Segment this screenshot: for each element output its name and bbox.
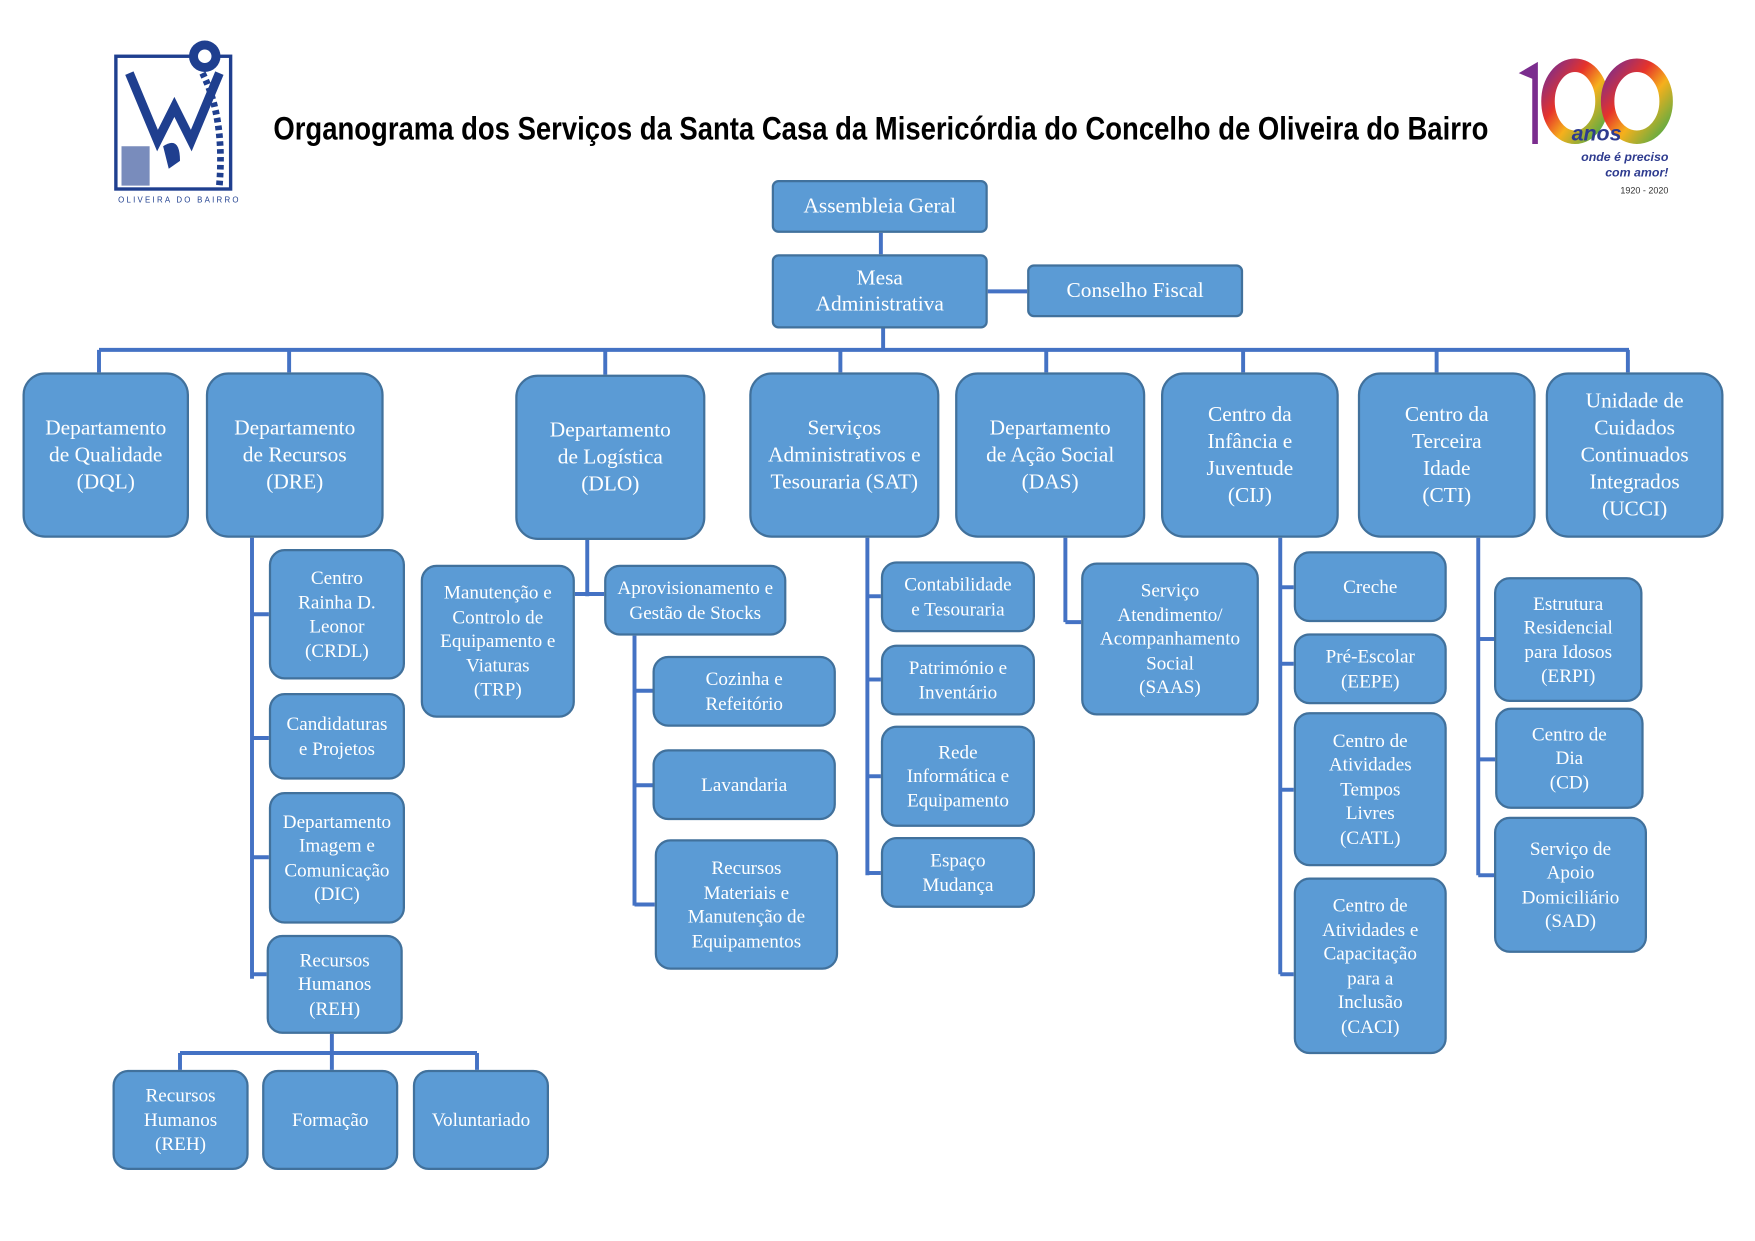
org-node-reh: Recursos Humanos (REH) <box>266 934 403 1034</box>
logo-bottom-text: OLIVEIRA DO BAIRRO <box>118 196 241 205</box>
org-node-lav: Lavandaria <box>652 749 836 821</box>
org-node-das: Departamento de Ação Social (DAS) <box>955 372 1146 538</box>
org-node-ag: Assembleia Geral <box>771 180 988 233</box>
org-node-cand: Candidaturas e Projetos <box>268 693 405 780</box>
org-node-cd: Centro de Dia (CD) <box>1495 707 1644 809</box>
org-node-rede: Rede Informática e Equipamento <box>880 725 1035 827</box>
org-node-dic: Departamento Imagem e Comunicação (DIC) <box>268 792 405 924</box>
org-node-cti: Centro da Terceira Idade (CTI) <box>1357 372 1536 538</box>
santa-casa-logo: OLIVEIRA DO BAIRRO <box>114 40 241 205</box>
logo-years: 1920 - 2020 <box>1620 186 1668 196</box>
org-node-cij: Centro da Infância e Juventude (CIJ) <box>1161 372 1339 538</box>
org-node-dql: Departamento de Qualidade (DQL) <box>22 372 189 538</box>
logo-anos: anos <box>1572 122 1622 146</box>
org-node-saas: Serviço Atendimento/ Acompanhamento Soci… <box>1081 562 1259 716</box>
org-node-form: Formação <box>262 1069 399 1170</box>
org-node-sad: Serviço de Apoio Domiciliário (SAD) <box>1494 816 1647 953</box>
org-node-dre: Departamento de Recursos (DRE) <box>205 372 384 538</box>
org-node-erpi: Estrutura Residencial para Idosos (ERPI) <box>1494 577 1643 702</box>
title-text: Organograma dos Serviços da Santa Casa d… <box>273 110 1488 147</box>
org-node-coz: Cozinha e Refeitório <box>652 655 836 727</box>
org-node-contab: Contabilidade e Tesouraria <box>880 561 1035 633</box>
org-node-creche: Creche <box>1293 551 1447 623</box>
org-node-eepe: Pré-Escolar (EEPE) <box>1293 633 1447 705</box>
org-node-sat: Serviços Administrativos e Tesouraria (S… <box>749 372 940 538</box>
org-node-aprov: Aprovisionamento e Gestão de Stocks <box>604 564 787 636</box>
org-node-rmme: Recursos Materiais e Manutenção de Equip… <box>654 839 839 970</box>
org-node-ucci: Unidade de Cuidados Continuados Integrad… <box>1545 372 1724 538</box>
org-node-cf: Conselho Fiscal <box>1027 264 1244 318</box>
org-node-patr: Património e Inventário <box>880 644 1035 716</box>
logo-slogan-1: onde é preciso <box>1581 150 1669 164</box>
org-node-catl: Centro de Atividades Tempos Livres (CATL… <box>1293 712 1447 867</box>
logo-slogan-2: com amor! <box>1605 166 1668 180</box>
org-node-crdl: Centro Rainha D. Leonor (CRDL) <box>268 549 405 680</box>
centenary-logo: anos onde é preciso com amor! 1920 - 202… <box>1518 58 1673 196</box>
page-title: Organograma dos Serviços da Santa Casa d… <box>273 110 1488 147</box>
org-node-trp: Manutenção e Controlo de Equipamento e V… <box>420 564 575 718</box>
org-node-vol: Voluntariado <box>412 1069 549 1170</box>
org-node-caci: Centro de Atividades e Capacitação para … <box>1293 877 1447 1055</box>
org-node-reh2: Recursos Humanos (REH) <box>112 1069 249 1170</box>
org-node-esp: Espaço Mudança <box>880 837 1035 908</box>
org-node-mesa: Mesa Administrativa <box>771 254 988 329</box>
org-node-dlo: Departamento de Logística (DLO) <box>515 374 706 540</box>
